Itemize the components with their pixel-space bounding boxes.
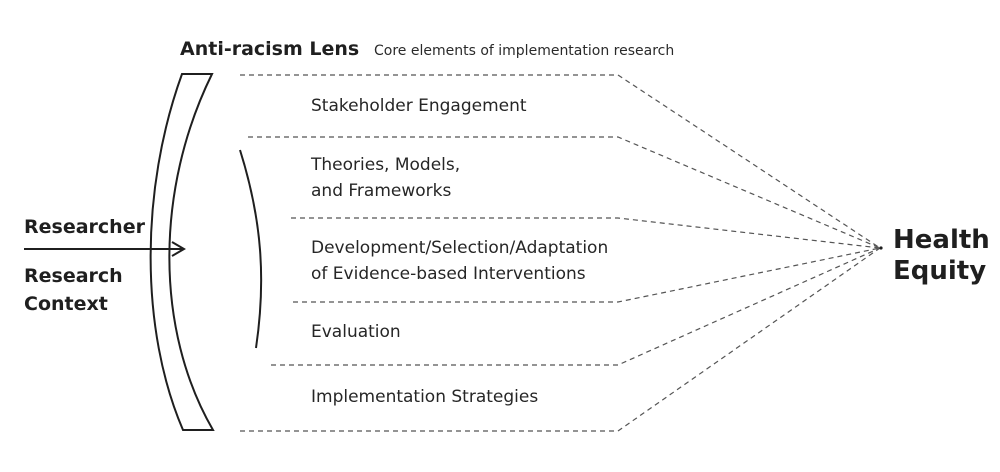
element-line: of Evidence-based Interventions [311,264,586,284]
element-line: Theories, Models, [311,155,461,175]
separator-line-1 [240,74,881,249]
health-equity-line2: Equity [893,256,987,286]
health-equity-line1: Health [893,225,990,255]
separator-line-3 [291,217,881,249]
separator-line-6 [240,247,881,432]
research-context-line2: Context [24,293,108,315]
lens-highlight [239,149,263,349]
separator-line-5 [271,247,881,366]
research-context-label: Research Context [24,262,123,318]
separator-line-4 [293,247,881,303]
element-evidence-based-interventions: Development/Selection/Adaptation of Evid… [311,235,608,287]
element-theories-models-frameworks: Theories, Models, and Frameworks [311,152,460,204]
focal-point [879,246,883,250]
lens-title: Anti-racism Lens [180,38,360,60]
lens-subtitle: Core elements of implementation research [374,43,675,59]
element-line: and Frameworks [311,181,452,201]
input-arrow-head [171,241,186,257]
researcher-label: Researcher [24,216,145,238]
element-implementation-strategies: Implementation Strategies [311,384,538,410]
element-line: Stakeholder Engagement [311,96,527,116]
element-line: Development/Selection/Adaptation [311,238,609,258]
health-equity-label: Health Equity [893,225,990,287]
element-line: Evaluation [311,322,401,342]
lens-shape [149,73,215,431]
separator-line-2 [248,136,881,249]
element-evaluation: Evaluation [311,319,401,345]
element-stakeholder-engagement: Stakeholder Engagement [311,93,527,119]
research-context-line1: Research [24,265,123,287]
band-separators [240,74,881,432]
element-line: Implementation Strategies [311,387,539,407]
